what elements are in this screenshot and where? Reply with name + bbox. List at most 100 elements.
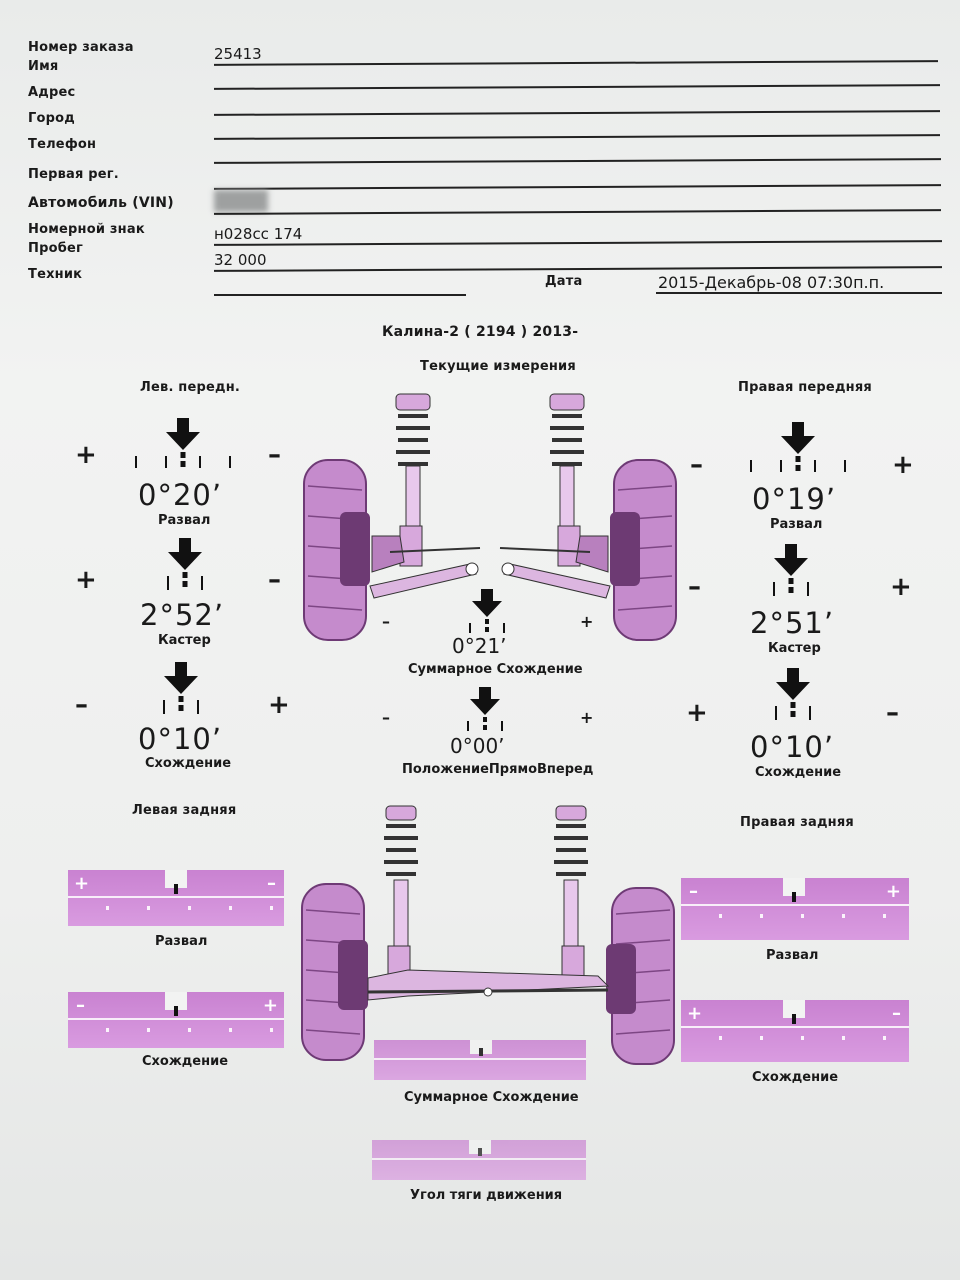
order-number-value: 25413 [214,45,262,63]
fl-camber-value: 0°20’ [138,478,223,512]
vehicle-model: Калина-2 ( 2194 ) 2013- [382,324,579,340]
phone-label: Телефон [28,137,97,152]
total-toe-label: Суммарное Схождение [408,662,583,677]
rl-camber-rail [68,896,284,898]
vin-redacted [214,190,268,212]
fr-toe-value: 0°10’ [750,730,835,764]
fr-camber-gauge [750,422,846,472]
rr-camber-rail [681,904,909,906]
steer-ahead-label: ПоложениеПрямоВперед [402,762,594,777]
mileage-label: Пробег [28,241,84,256]
fr-caster-plus: + [890,572,912,602]
phone-line [213,158,942,164]
rear-total-toe-label: Суммарное Схождение [404,1090,579,1105]
rr-camber-plus: + [885,881,901,902]
plate-label: Номерной знак [28,222,145,237]
rr-toe-scale [681,1036,909,1040]
fr-caster-minus: – [688,572,701,602]
rl-camber-plus: + [74,873,90,894]
address-line [213,110,941,116]
rear-total-toe-rail [374,1058,586,1060]
thrust-angle-label: Угол тяги движения [410,1188,563,1203]
fr-toe-plus: + [686,698,708,728]
fl-toe-arrow-head [164,676,198,694]
fl-caster-gauge [167,538,203,590]
rl-camber-notch [165,870,187,888]
fr-caster-label: Кастер [768,641,821,656]
fr-camber-minus: – [690,450,703,480]
rl-toe-marker [174,1006,178,1016]
total-toe-plus: + [580,612,594,631]
rear-left-title: Левая задняя [132,803,237,818]
fl-toe-plus: + [268,690,290,720]
fl-camber-arrow-head [166,432,200,450]
fl-toe-arrow-stem [175,662,187,676]
address-label: Адрес [28,85,76,100]
fl-caster-arrow-stem [179,538,191,552]
first-reg-label: Первая рег. [28,167,119,182]
steer-ahead-plus: + [580,708,594,727]
vin-line [213,209,942,215]
thrust-angle-notch [469,1140,491,1154]
rr-camber-label: Развал [766,948,819,963]
plate-line [213,240,943,246]
rl-camber-scale [68,906,284,910]
rr-camber-notch [783,878,805,896]
mileage-value: 32 000 [214,251,267,269]
technician-line [214,294,466,296]
vin-label: Автомобиль (VIN) [28,195,174,211]
rr-camber-marker [792,892,796,902]
technician-label: Техник [28,267,83,282]
fr-caster-arrow-head [774,558,808,576]
rl-camber-band: + – [68,870,284,926]
steer-ahead-gauge [467,687,503,731]
fl-toe-minus: – [75,690,88,720]
thrust-angle-rail [372,1158,586,1160]
fl-toe-value: 0°10’ [138,722,223,756]
rr-toe-label: Схождение [752,1070,839,1085]
fr-toe-arrow-head [776,682,810,700]
rear-total-toe-marker [479,1048,483,1056]
rl-camber-marker [174,884,178,894]
mileage-line [213,266,943,272]
date-value: 2015-Декабрь-08 07:30п.п. [658,273,885,292]
rl-toe-label: Схождение [142,1054,229,1069]
fl-camber-minus: – [268,440,281,470]
city-label: Город [28,111,75,126]
current-measurements-title: Текущие измерения [420,359,576,374]
fl-caster-label: Кастер [158,633,211,648]
rl-toe-rail [68,1018,284,1020]
fl-camber-arrow-stem [177,418,189,432]
fr-camber-value: 0°19’ [752,482,837,516]
total-toe-gauge [469,589,505,633]
total-toe-arrow-head [472,601,502,617]
rr-toe-plus: + [687,1003,703,1024]
front-right-title: Правая передняя [738,380,872,395]
steer-ahead-arrow-stem [479,687,491,699]
fr-caster-gauge [773,544,809,596]
fr-caster-value: 2°51’ [750,606,835,640]
fl-toe-gauge [163,662,199,714]
plate-value: н028сс 174 [214,225,303,243]
total-toe-arrow-stem [481,589,493,601]
fl-camber-label: Развал [158,513,211,528]
first-reg-line [213,184,942,190]
fl-camber-plus: + [75,440,97,470]
rr-toe-rail [681,1026,909,1028]
total-toe-value: 0°21’ [452,634,507,658]
rr-toe-minus: – [892,1003,901,1024]
fr-toe-minus: – [886,698,899,728]
order-number-label: Номер заказа [28,40,134,55]
rl-camber-minus: – [267,873,276,894]
rr-toe-band: + – [681,1000,909,1062]
date-line [656,292,942,294]
rl-toe-band: – + [68,992,284,1048]
fr-camber-label: Развал [770,517,823,532]
rr-camber-scale [681,914,909,918]
rr-camber-band: – + [681,878,909,940]
fr-caster-arrow-stem [785,544,797,558]
steer-ahead-arrow-head [470,699,500,715]
rl-toe-scale [68,1028,284,1032]
rl-toe-plus: + [262,995,278,1016]
thrust-angle-marker [478,1148,482,1156]
